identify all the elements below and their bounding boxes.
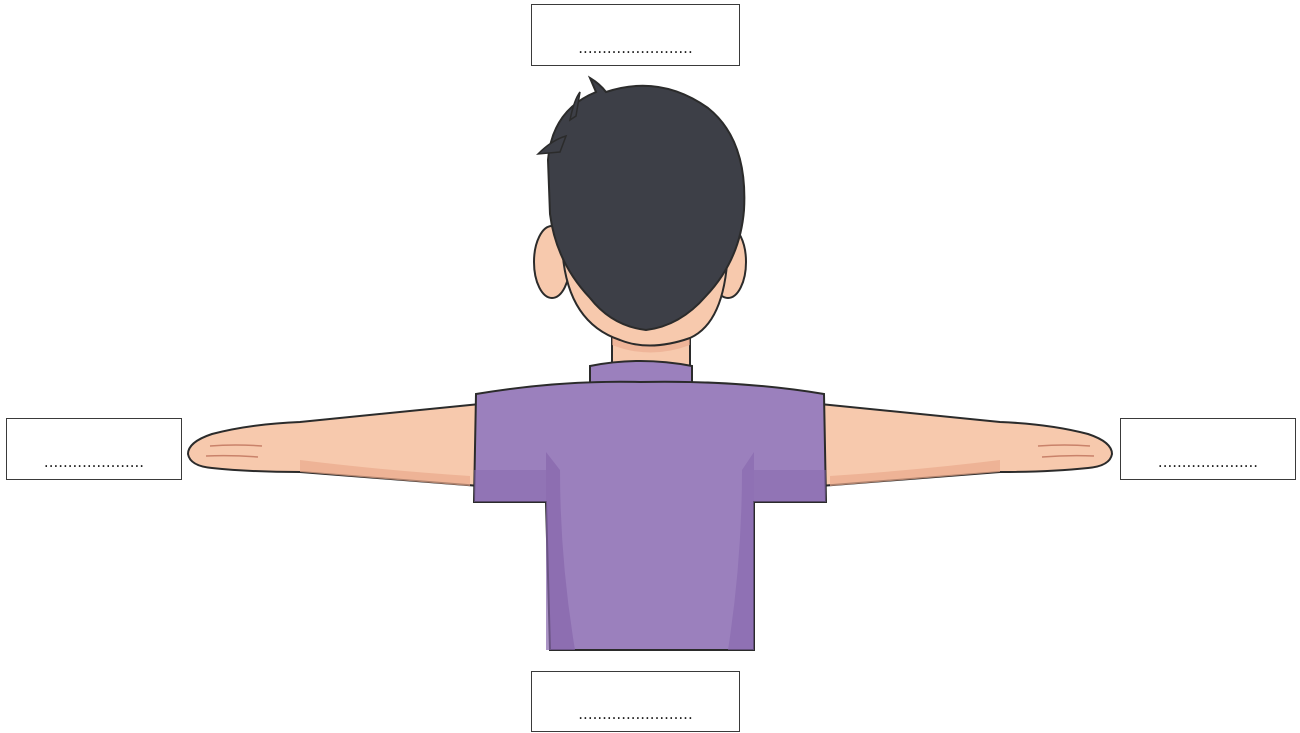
label-box-right[interactable]: .....................: [1120, 418, 1296, 480]
right-arm: [820, 404, 1112, 486]
label-box-left[interactable]: .....................: [6, 418, 182, 480]
label-box-bottom[interactable]: ........................: [531, 671, 740, 732]
label-box-top[interactable]: ........................: [531, 4, 740, 66]
left-arm: [188, 404, 480, 486]
shirt: [474, 361, 826, 650]
